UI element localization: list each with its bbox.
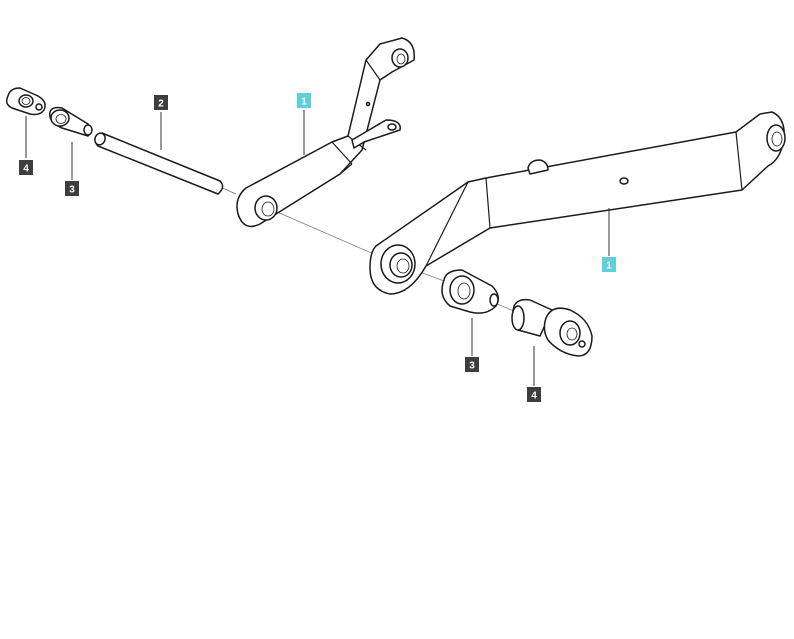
callout-badge — [65, 181, 79, 196]
callout-label: 3 — [69, 185, 75, 196]
callout-3-lower: 3 — [465, 357, 479, 372]
callout-badge — [602, 257, 616, 272]
callout-2: 2 — [154, 95, 168, 110]
callout-label: 1 — [301, 97, 307, 108]
conical-bushing-lower — [441, 269, 499, 314]
callout-badge — [154, 95, 168, 110]
callout-badge — [527, 387, 541, 402]
callout-3-upper: 3 — [65, 181, 79, 196]
flanged-bushing-lower — [511, 298, 593, 357]
leader-lines — [25, 110, 610, 386]
callout-1-upper: 1 — [297, 93, 311, 108]
callout-badge — [19, 160, 33, 175]
conical-bushing-upper — [49, 106, 93, 137]
lower-link-arm — [369, 111, 786, 295]
callout-badge — [297, 93, 311, 108]
callout-label: 2 — [158, 99, 164, 110]
pin-rod — [94, 132, 224, 195]
callout-label: 4 — [531, 391, 537, 402]
callout-label: 3 — [469, 361, 475, 372]
callout-label: 4 — [23, 164, 29, 175]
flanged-bushing-upper — [5, 87, 46, 116]
callout-badge — [465, 357, 479, 372]
callout-label: 1 — [606, 261, 612, 272]
callout-4-upper: 4 — [19, 160, 33, 175]
callout-1-lower: 1 — [602, 257, 616, 272]
lift-arm-upper — [236, 37, 415, 228]
callout-4-lower: 4 — [527, 387, 541, 402]
